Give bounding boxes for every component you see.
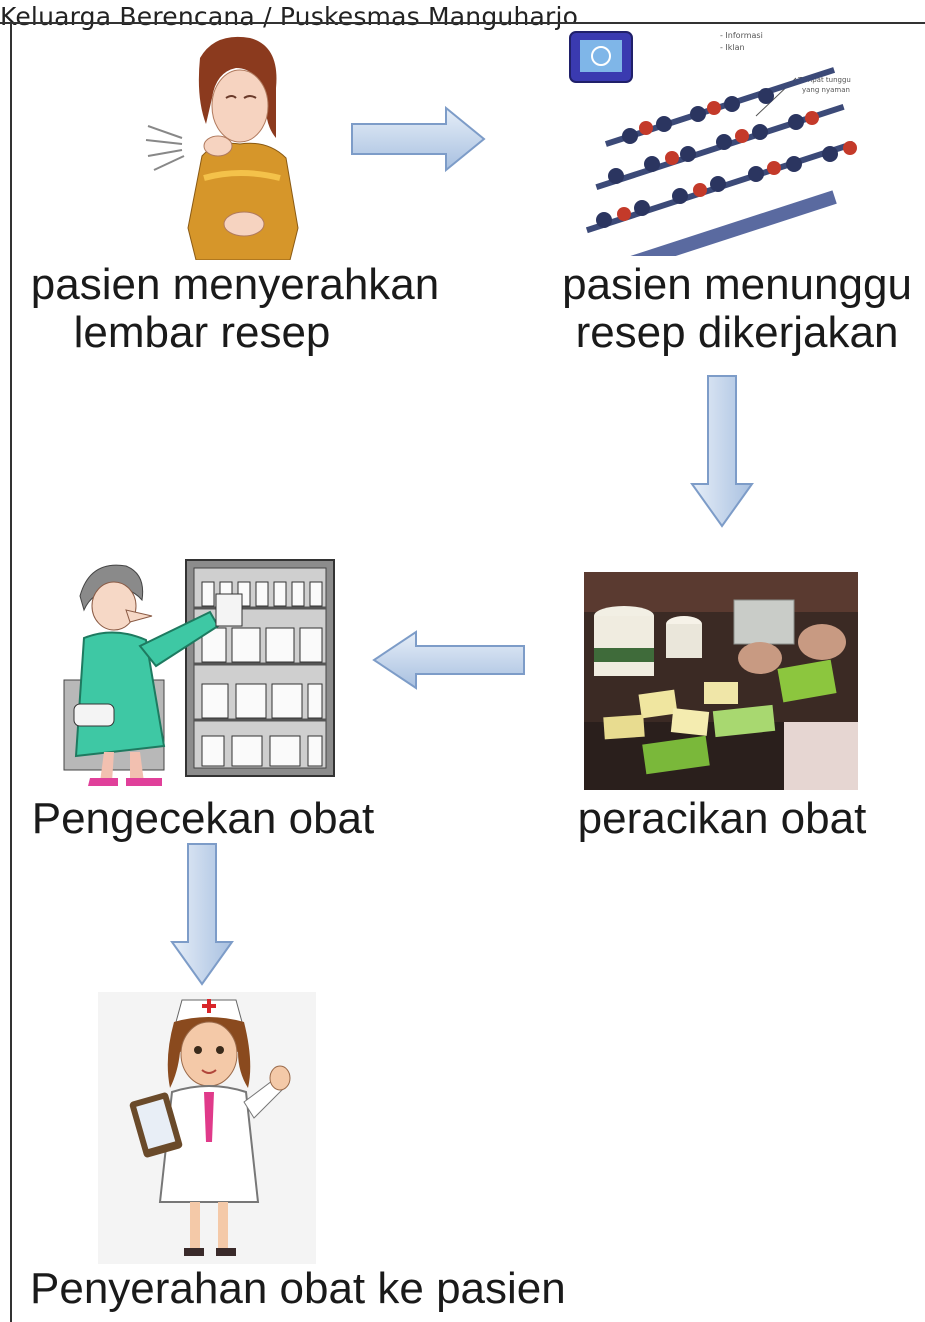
- arrow-down-icon: [690, 374, 754, 530]
- arrow-down-icon: [170, 842, 234, 988]
- left-rule: [10, 22, 12, 1322]
- arrow-left-icon: [370, 628, 528, 692]
- nurse-tablet-illustration: [98, 992, 316, 1264]
- top-rule: [0, 22, 925, 24]
- sign-info-text: - Informasi: [720, 31, 763, 40]
- step-label-menunggu-line2: resep dikerjakan: [575, 308, 899, 357]
- sign-ad-text: - Iklan: [720, 43, 745, 52]
- pharmacist-cabinet-illustration: [60, 556, 340, 792]
- step-label-penyerahan: Penyerahan obat ke pasien: [30, 1264, 566, 1313]
- waiting-room-illustration: - Informasi - Iklan Tempat tunggu yang n…: [560, 24, 890, 256]
- callout-text-2: yang nyaman: [802, 86, 850, 94]
- page-header: Keluarga Berencana / Puskesmas Manguharj…: [0, 2, 579, 31]
- step-label-pengecekan: Pengecekan obat: [31, 794, 375, 843]
- step-label-menyerahkan-line2: lembar resep: [73, 308, 331, 357]
- callout-text-1: Tempat tunggu: [797, 76, 851, 84]
- compounding-photo: [584, 572, 858, 790]
- step-label-peracikan: peracikan obat: [577, 794, 867, 843]
- coughing-patient-illustration: [140, 28, 310, 260]
- step-label-menyerahkan-line1: pasien menyerahkan: [30, 260, 440, 309]
- arrow-right-icon: [348, 104, 488, 174]
- step-label-menunggu-line1: pasien menunggu: [562, 260, 912, 309]
